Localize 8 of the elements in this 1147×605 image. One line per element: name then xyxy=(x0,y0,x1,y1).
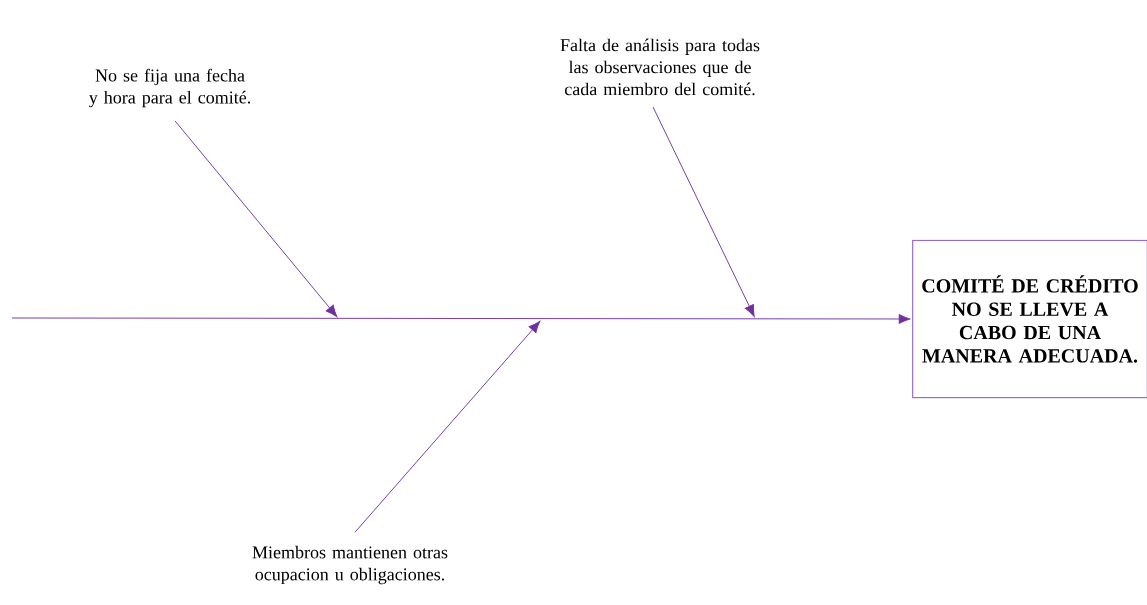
cause-text: No se fija una fecha y hora para el comité. xyxy=(89,68,251,108)
effect-box: COMITÉ DE CRÉDITO NO SE LLEVE A CABO DE UNA MANERA ADECUADA. xyxy=(912,239,1147,399)
arrow xyxy=(354,320,541,533)
cause-text: Miembros mantienen otras ocupacion u obligaciones. xyxy=(252,545,448,585)
arrow xyxy=(652,106,755,317)
arrow xyxy=(11,314,911,324)
cause-text: Falta de análisis para todas las observaciones que de cada miembro del comité. xyxy=(560,38,760,96)
arrow xyxy=(174,120,338,318)
